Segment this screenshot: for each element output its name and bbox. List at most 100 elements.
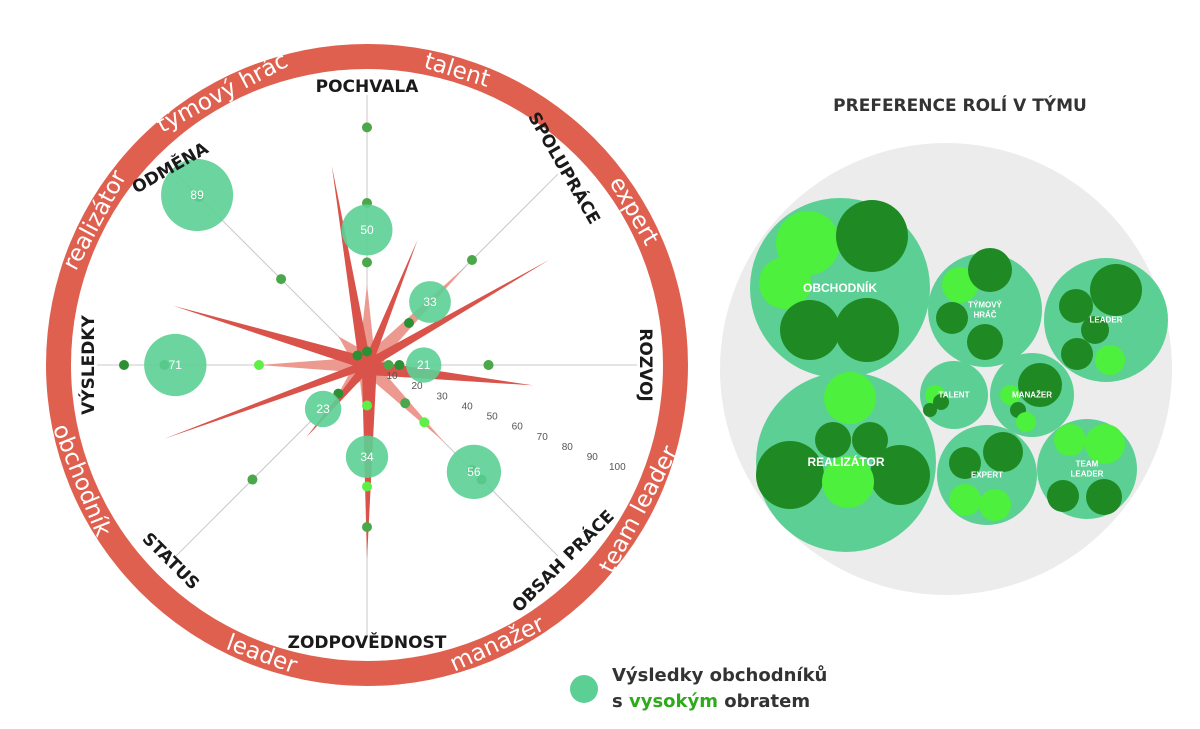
role-group-label: MANAŽER [1012,391,1052,400]
scatter-dot [352,350,363,361]
scatter-dot [362,257,372,268]
legend-line-1: Výsledky obchodníků [612,665,828,686]
role-sub-bubble [835,298,899,362]
radial-tick-label: 100 [609,462,626,473]
scatter-dot [362,400,372,411]
value-bubble [341,204,393,256]
scatter-dot [119,360,129,370]
bubble-value-label: 21 [417,358,431,372]
scatter-dot [383,360,394,370]
legend: Výsledky obchodníků s vysokým obratem [570,663,827,715]
role-sub-bubble [968,248,1012,292]
role-sub-bubble [1018,363,1062,407]
role-sub-bubble [1000,385,1020,405]
role-group-label: LEADER [1071,470,1104,479]
bubble-value-label: 89 [190,188,204,202]
role-sub-bubble [1085,424,1125,464]
role-sub-bubble [979,489,1011,521]
star-series-dark [164,165,550,560]
role-sub-bubble [780,300,840,360]
axis-label: ROZVOJ [635,328,655,402]
role-sub-bubble [983,432,1023,472]
radial-tick-label: 60 [512,422,524,433]
role-group-label: OBCHODNÍK [803,280,877,295]
scatter-dot [419,417,430,428]
bubble-pack-title: PREFERENCE ROLÍ V TÝMU [833,96,1087,116]
scatter-dot [362,522,372,532]
role-group-bubble [920,361,988,429]
scatter-dot [362,481,372,492]
role-sub-bubble [949,484,981,516]
role-sub-bubble [1054,424,1086,456]
scatter-dot [467,254,478,265]
role-group-label: TEAM [1076,460,1099,469]
role-sub-bubble [967,324,1003,360]
scatter-dot [254,360,264,370]
role-sub-bubble [1081,316,1109,344]
radial-tick-label: 80 [562,442,574,453]
legend-text: Výsledky obchodníků s vysokým obratem [612,663,827,715]
role-group-label: HRÁČ [973,311,996,320]
role-sub-bubble [1090,264,1142,316]
role-sub-bubble [1059,289,1093,323]
role-sub-bubble [852,422,888,458]
role-sub-bubble [933,394,949,410]
role-sub-bubble [1047,480,1079,512]
scatter-dot [483,360,494,370]
legend-swatch [570,675,598,703]
axis-label: VÝSLEDKY [77,314,99,414]
role-sub-bubble [815,422,851,458]
role-sub-bubble [1095,345,1125,375]
bubble-value-label: 56 [467,465,481,479]
role-sub-bubble [870,445,930,505]
role-sub-bubble [836,200,908,272]
value-bubble [345,435,389,478]
role-sub-bubble [923,403,937,417]
scatter-dot [276,274,287,285]
radial-tick-label: 20 [412,381,424,392]
value-bubble [304,390,342,428]
radial-tick-label: 50 [487,412,499,423]
scatter-dot [362,346,372,357]
radial-tick-label: 40 [462,401,474,412]
value-bubble [406,347,442,383]
value-bubble [144,333,207,397]
radial-tick-label: 90 [587,452,599,463]
radial-tick-label: 30 [437,391,449,402]
axis-label: POCHVALA [316,77,420,97]
role-group-label: TALENT [939,391,970,400]
legend-accent: vysokým [628,691,718,712]
role-sub-bubble [759,257,811,309]
role-group-label: REALIZÁTOR [807,454,884,469]
bubble-value-label: 71 [169,358,183,372]
role-sub-bubble [949,447,981,479]
radial-tick-label: 70 [537,432,549,443]
role-sub-bubble [1086,479,1122,515]
role-sub-bubble [756,441,824,509]
legend-line-2: s vysokým obratem [612,689,827,715]
legend-post: obratem [718,691,811,712]
scatter-dot [362,122,372,133]
bubble-value-label: 33 [423,295,437,309]
legend-pre: s [612,691,629,712]
scatter-dot [400,398,411,409]
radial-tick-label: 10 [386,371,398,382]
bubble-value-label: 50 [360,223,374,237]
role-sub-bubble [822,456,874,508]
scatter-dot [394,360,405,370]
role-group-label: EXPERT [971,471,1003,480]
role-sub-bubble [1016,412,1036,432]
value-bubble [409,281,451,323]
role-group-label: LEADER [1090,316,1123,325]
role-group-label: TÝMOVÝ [968,301,1002,310]
value-bubble [161,159,234,232]
scatter-dot [404,317,415,328]
scatter-dot [247,474,258,485]
value-bubble [446,444,502,500]
axis-label: ZODPOVĚDNOST [288,631,447,653]
role-sub-bubble [936,302,968,334]
bubble-value-label: 23 [316,402,330,416]
role-sub-bubble [824,372,876,424]
role-sub-bubble [1061,338,1093,370]
